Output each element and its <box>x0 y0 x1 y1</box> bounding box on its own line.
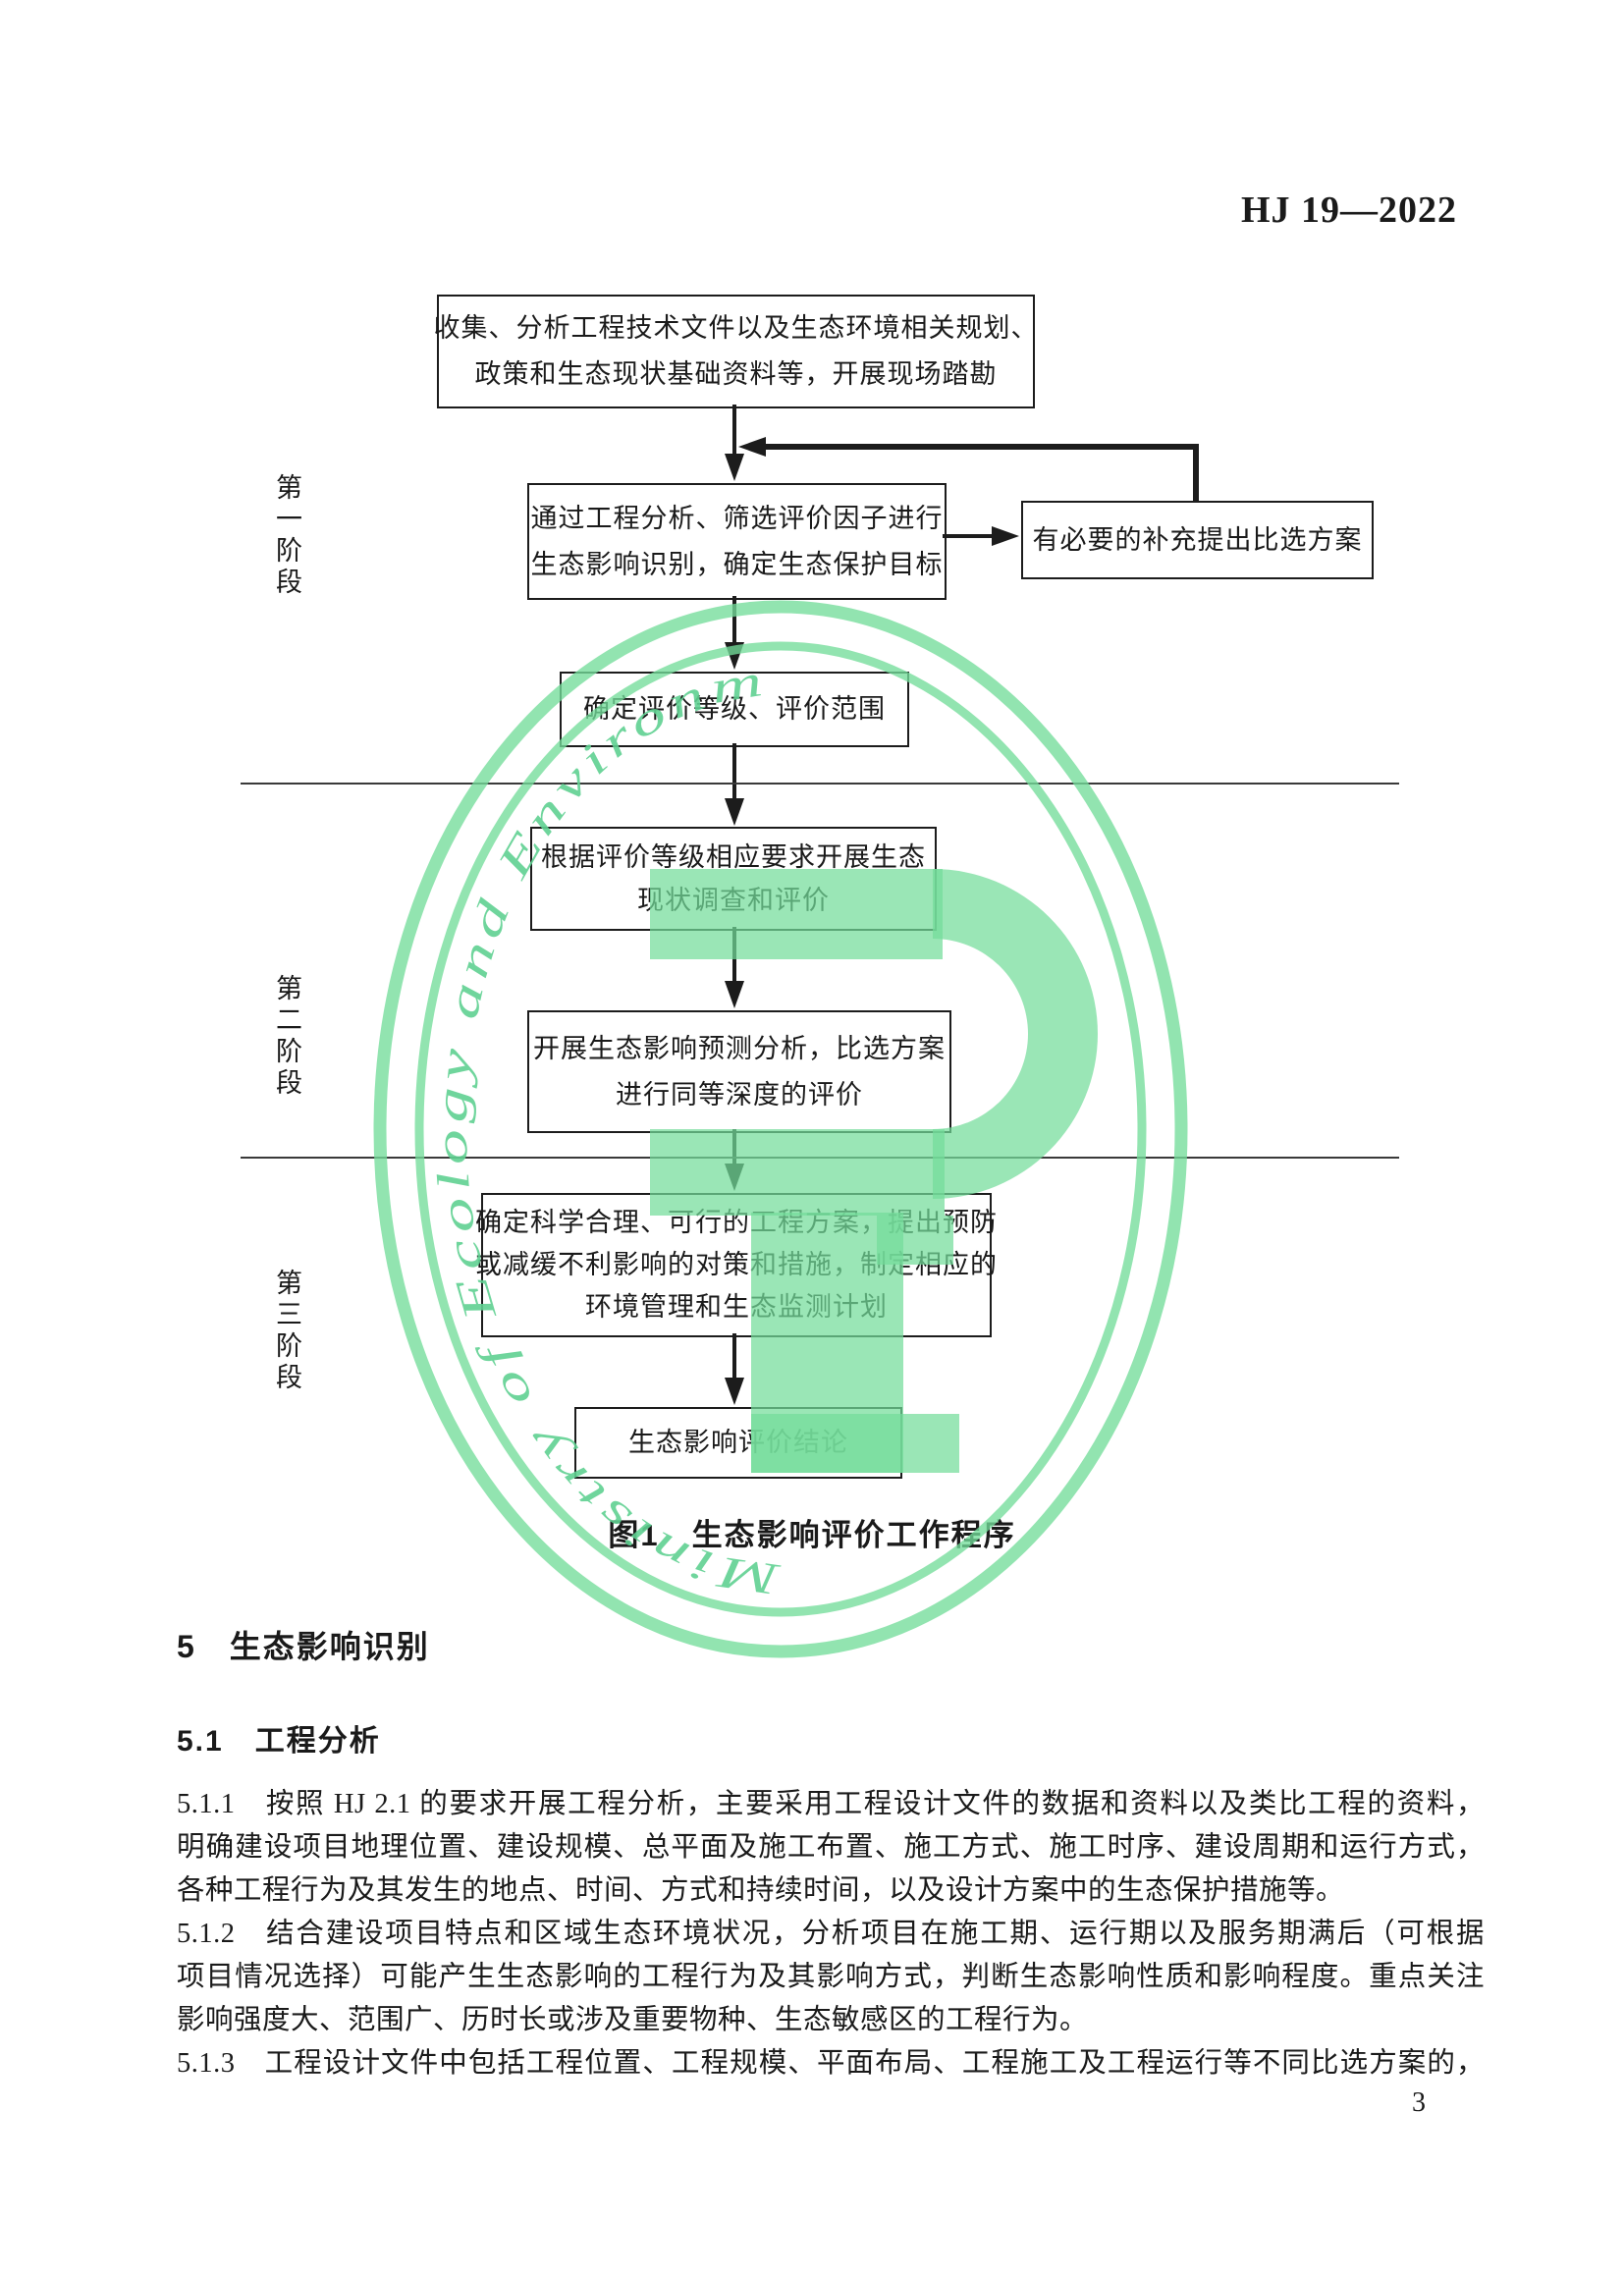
flow-box-identify-line2: 生态影响识别，确定生态保护目标 <box>530 549 944 579</box>
figure-caption: 图1 生态影响评价工作程序 <box>608 1518 1016 1552</box>
flow-box-grade-line1: 确定评价等级、评价范围 <box>583 694 886 724</box>
body-line-1: 5.1.1 按照 HJ 2.1 的要求开展工程分析，主要采用工程设计文件的数据和… <box>177 1789 1485 1819</box>
flow-box-collect-line1: 收集、分析工程技术文件以及生态环境相关规划、 <box>433 313 1039 343</box>
flow-box-measures-line1: 确定科学合理、可行的工程方案，提出预防 <box>475 1208 998 1237</box>
body-text: 5.1.1 按照 HJ 2.1 的要求开展工程分析，主要采用工程设计文件的数据和… <box>177 1783 1485 2085</box>
flow-box-supplement: 有必要的补充提出比选方案 <box>1021 501 1374 579</box>
stage-label-1: 第一阶段 <box>272 473 301 599</box>
body-line-5: 项目情况选择）可能产生生态影响的工程行为及其影响方式，判断生态影响性质和影响程度… <box>177 1962 1485 1992</box>
doc-code: HJ 19—2022 <box>1240 190 1457 231</box>
flow-box-conclusion: 生态影响评价结论 <box>574 1407 902 1479</box>
body-line-4: 5.1.2 结合建设项目特点和区域生态环境状况，分析项目在施工期、运行期以及服务… <box>177 1919 1485 1949</box>
flow-box-collect-line2: 政策和生态现状基础资料等，开展现场踏勘 <box>474 359 998 389</box>
flow-box-predict-line2: 进行同等深度的评价 <box>616 1079 863 1110</box>
section-heading-5-1: 5.1 工程分析 <box>177 1725 381 1758</box>
flow-box-predict-line1: 开展生态影响预测分析，比选方案 <box>533 1033 946 1063</box>
flow-box-supplement-line1: 有必要的补充提出比选方案 <box>1032 524 1363 555</box>
page-number: 3 <box>1412 2087 1426 2118</box>
feedback-line <box>764 444 1199 501</box>
body-line-2: 明确建设项目地理位置、建设规模、总平面及施工布置、施工方式、施工时序、建设周期和… <box>177 1832 1485 1863</box>
body-line-3: 各种工程行为及其发生的地点、时间、方式和持续时间，以及设计方案中的生态保护措施等… <box>177 1875 1345 1906</box>
flow-box-identify-line1: 通过工程分析、筛选评价因子进行 <box>530 503 944 533</box>
flow-box-identify: 通过工程分析、筛选评价因子进行 生态影响识别，确定生态保护目标 <box>527 483 947 600</box>
body-line-6: 影响强度大、范围广、历时长或涉及重要物种、生态敏感区的工程行为。 <box>177 2005 1089 2035</box>
flow-box-conclusion-line1: 生态影响评价结论 <box>628 1428 848 1457</box>
flow-box-survey-line1: 根据评价等级相应要求开展生态 <box>541 842 926 872</box>
flow-box-survey-line2: 现状调查和评价 <box>637 886 830 915</box>
flow-box-measures-line2: 或减缓不利影响的对策和措施，制定相应的 <box>475 1250 998 1279</box>
flow-box-grade: 确定评价等级、评价范围 <box>560 672 909 747</box>
stage-label-3: 第三阶段 <box>272 1269 301 1394</box>
body-line-7: 5.1.3 工程设计文件中包括工程位置、工程规模、平面布局、工程施工及工程运行等… <box>177 2048 1485 2079</box>
flow-box-measures: 确定科学合理、可行的工程方案，提出预防 或减缓不利影响的对策和措施，制定相应的 … <box>475 1193 997 1337</box>
flow-box-measures-line3: 环境管理和生态监测计划 <box>585 1292 888 1322</box>
flow-box-collect: 收集、分析工程技术文件以及生态环境相关规划、 政策和生态现状基础资料等，开展现场… <box>434 295 1038 408</box>
stage-label-2: 第二阶段 <box>272 974 301 1100</box>
flow-box-survey: 根据评价等级相应要求开展生态 现状调查和评价 <box>530 827 937 931</box>
section-heading-5: 5 生态影响识别 <box>177 1629 430 1664</box>
flow-box-predict: 开展生态影响预测分析，比选方案 进行同等深度的评价 <box>527 1010 951 1133</box>
